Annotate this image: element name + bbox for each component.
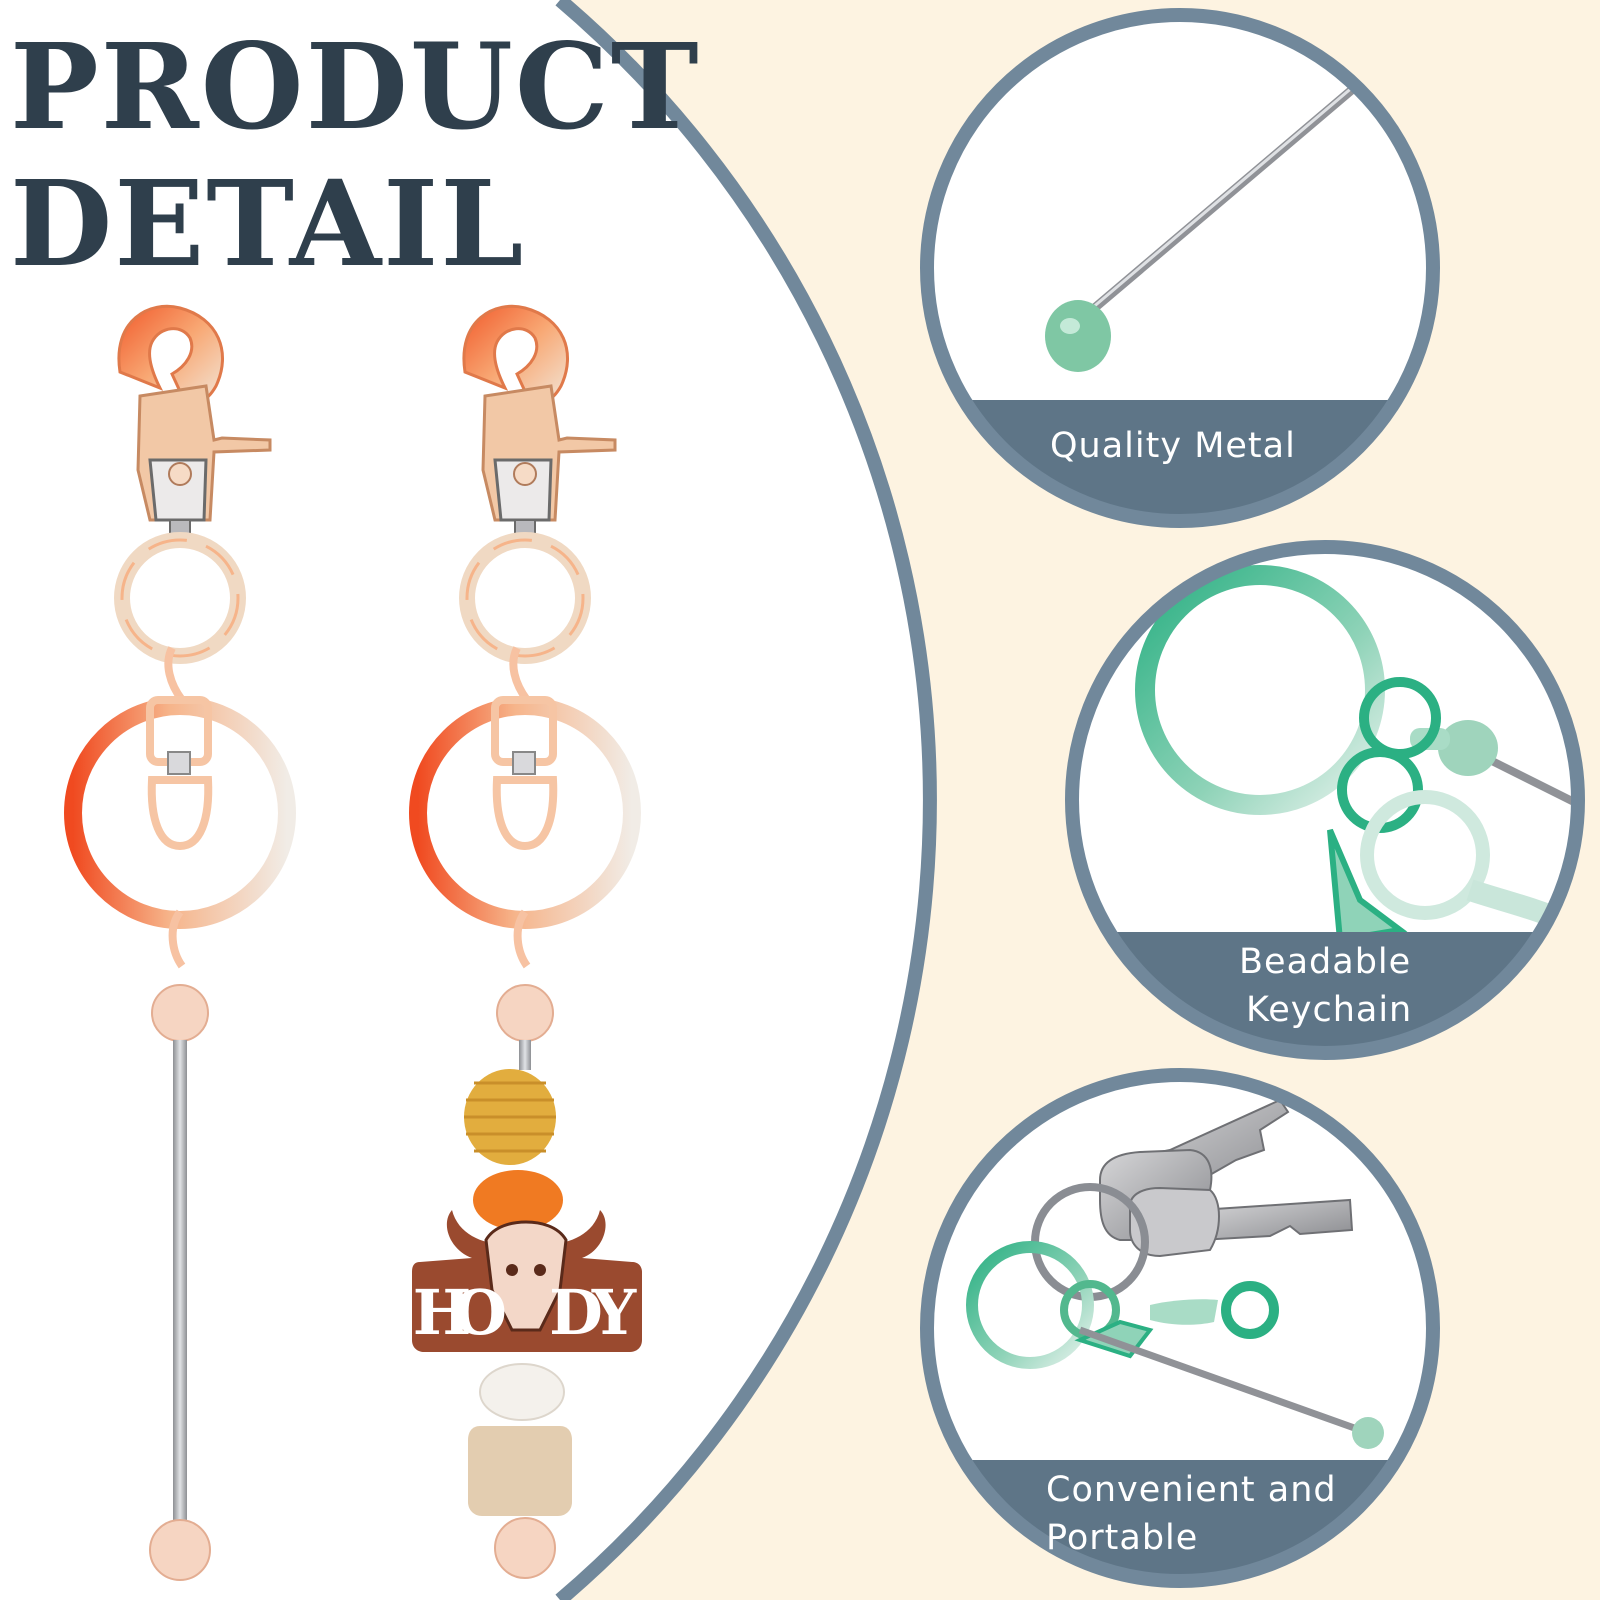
bead-letter: D: [549, 1276, 603, 1349]
caption-line: Beadable: [1239, 942, 1412, 982]
white-lentil-bead: [479, 1363, 565, 1421]
large-split-ring: [64, 697, 296, 929]
mustard-ribbed-bead: [464, 1069, 556, 1165]
caption-line: Convenient and: [1046, 1470, 1337, 1510]
caption-line: Keychain: [1246, 990, 1413, 1030]
page-title-line-2: DETAIL: [10, 154, 526, 293]
bead-letter: Y: [591, 1276, 637, 1349]
keychain-plain: [64, 304, 296, 1581]
howdy-bull-skull-bead: H O D Y: [412, 1210, 642, 1352]
caption-line: Portable: [1046, 1518, 1199, 1558]
caption-box: Beadable Keychain: [1238, 938, 1412, 1034]
keychain-beaded: H O D Y: [409, 304, 642, 1579]
caption-box: Convenient and Portable: [1046, 1466, 1337, 1562]
caption-line: Quality Metal: [1050, 426, 1296, 466]
caption-convenient-portable: Convenient and Portable: [1046, 1466, 1337, 1562]
feature-circle-quality-metal: [920, 8, 1440, 528]
white-panel: [0, 0, 930, 1600]
bead-bar-rod: [173, 1040, 187, 1540]
swivel-clasp: [146, 696, 213, 851]
swivel-clasp: [491, 696, 558, 851]
bead-letter: O: [453, 1276, 507, 1349]
tan-hexagon-bead: [468, 1426, 572, 1516]
caption-beadable-keychain: Beadable Keychain: [1238, 938, 1412, 1034]
caption-quality-metal: Quality Metal: [1050, 422, 1296, 470]
large-split-ring: [409, 697, 641, 929]
feature-circle-convenient-portable: [920, 1068, 1440, 1588]
orange-lentil-bead: [473, 1170, 563, 1230]
page-title-line-1: PRODUCT: [10, 17, 701, 156]
lobster-clasp: [462, 304, 617, 539]
panel-arc-border: [555, 0, 937, 1600]
caption-box: Quality Metal: [1050, 422, 1296, 470]
bead-letter: H: [413, 1276, 472, 1349]
keys-illustration: [1099, 1098, 1354, 1258]
